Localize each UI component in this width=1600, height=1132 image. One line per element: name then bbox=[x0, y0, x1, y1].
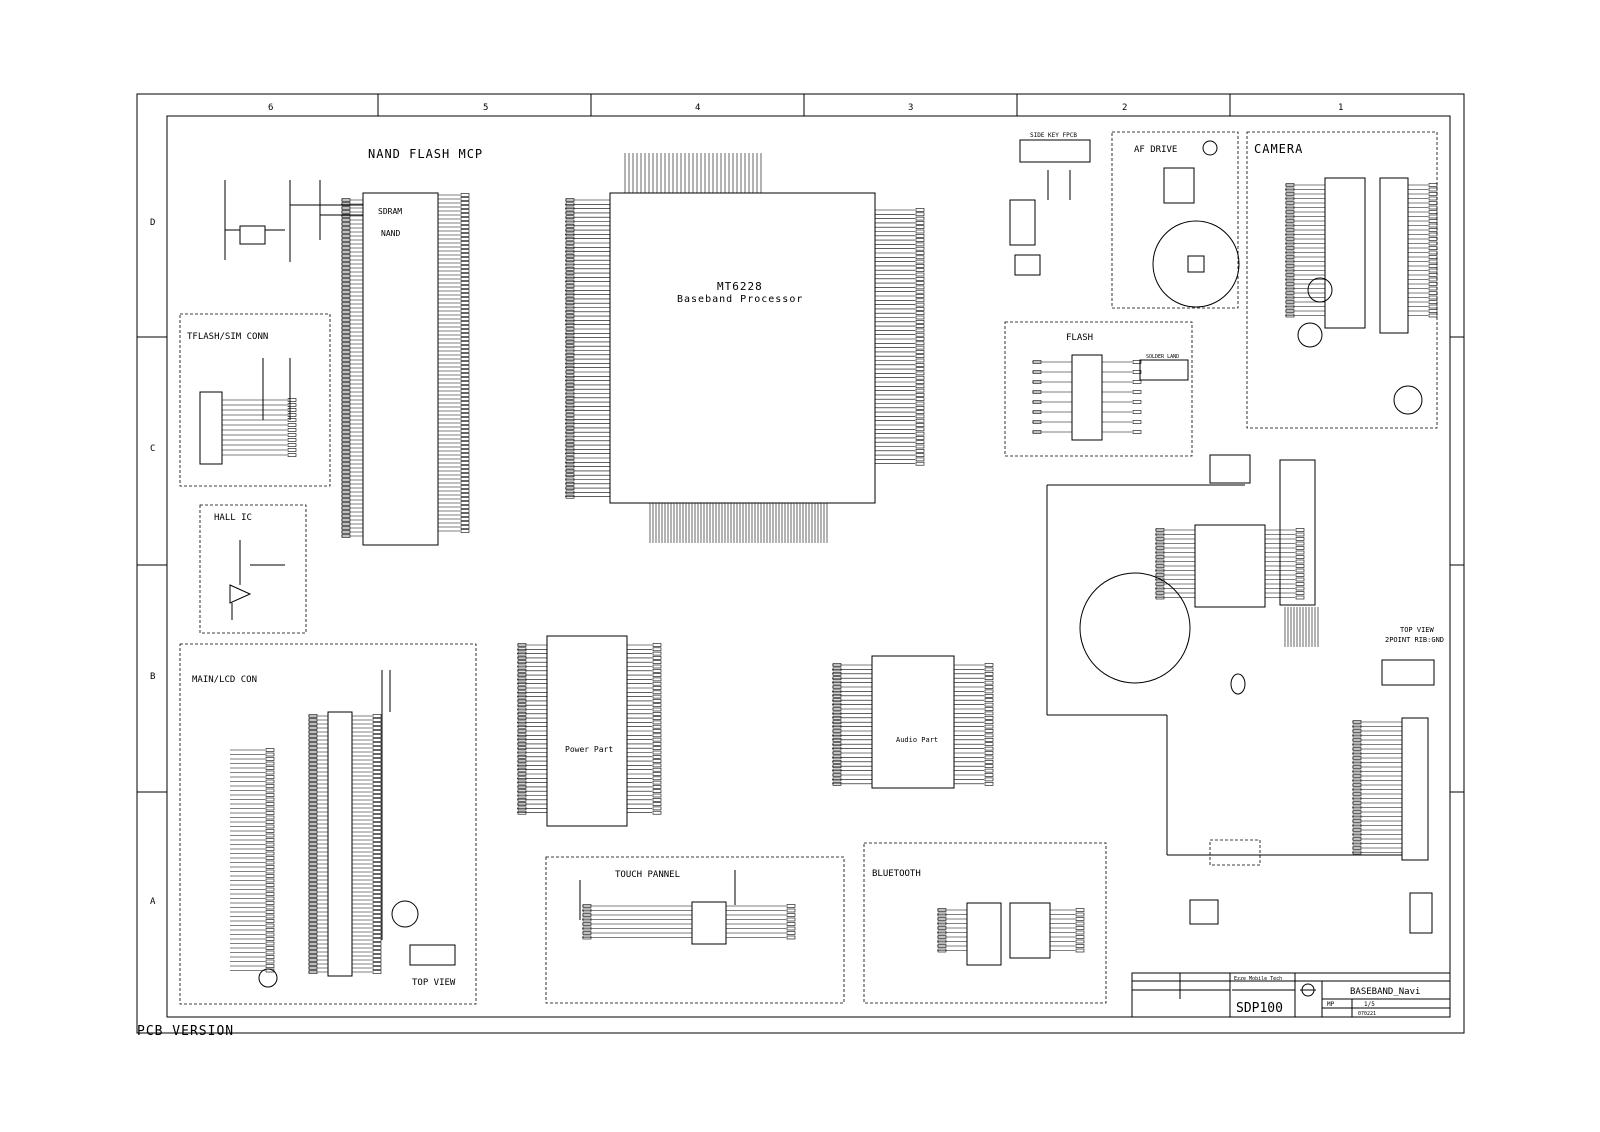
bt-pins bbox=[937, 908, 1085, 953]
mainlcd-title: MAIN/LCD CON bbox=[192, 675, 257, 685]
title-block: Ezze Mobile Tech SDP100 BASEBAND_Navi MP… bbox=[1131, 972, 1451, 1018]
touch-pins bbox=[582, 904, 796, 940]
io-connector bbox=[1401, 717, 1429, 861]
nand-pins-left bbox=[341, 198, 363, 538]
charger-usb-block: TOP VIEW 2POINT RIB:GND bbox=[1046, 454, 1444, 934]
topview2-line2: 2POINT RIB:GND bbox=[1385, 636, 1444, 644]
solder-land-label: SOLDER LAND bbox=[1146, 354, 1179, 360]
nand-flash-block: NAND FLASH MCP SDRAM NAND bbox=[224, 147, 483, 546]
row-label: D bbox=[150, 218, 155, 228]
afdrive-title: AF DRIVE bbox=[1134, 145, 1177, 155]
row-label: C bbox=[150, 444, 155, 454]
touch-pannel-block: TOUCH PANNEL bbox=[545, 856, 845, 1004]
row-label: B bbox=[150, 672, 155, 682]
col-label: 2 bbox=[1122, 103, 1127, 113]
col-label: 1 bbox=[1338, 103, 1343, 113]
nand-label: NAND bbox=[381, 229, 400, 238]
touch-title: TOUCH PANNEL bbox=[615, 870, 680, 880]
cpu-title: MT6228 bbox=[717, 280, 763, 293]
charger-pins bbox=[1155, 528, 1402, 855]
audio-pins bbox=[832, 663, 994, 786]
hall-ic-block: HALL IC bbox=[199, 504, 307, 634]
row-labels: D C B A bbox=[150, 218, 156, 907]
flash-block: FLASH SOLDER LAND bbox=[1004, 321, 1193, 457]
mt6228-block: MT6228 Baseband Processor bbox=[565, 153, 925, 543]
audio-part-block: Audio Part bbox=[832, 655, 994, 789]
power-part-block: Power Part bbox=[517, 635, 662, 827]
side-key-block: SIDE KEY FPCB bbox=[1009, 132, 1091, 276]
flash-pins bbox=[1032, 360, 1142, 434]
nand-title: NAND FLASH MCP bbox=[368, 147, 483, 161]
cpu-pins bbox=[565, 198, 925, 499]
drawing-date: 070221 bbox=[1358, 1011, 1376, 1017]
col-label: 4 bbox=[695, 103, 700, 113]
main-lcd-con-block: MAIN/LCD CON TOP VIEW bbox=[179, 643, 477, 1005]
cpu-bus bbox=[624, 153, 828, 543]
hall-title: HALL IC bbox=[214, 513, 252, 523]
pmic-pins bbox=[517, 643, 662, 815]
tflash-title: TFLASH/SIM CONN bbox=[187, 332, 268, 342]
power-label: Power Part bbox=[565, 745, 613, 754]
tflash-sim-block: TFLASH/SIM CONN bbox=[179, 313, 331, 487]
row-label: A bbox=[150, 897, 156, 907]
col-label: 3 bbox=[908, 103, 913, 113]
lcd-connector-pins bbox=[308, 714, 382, 974]
camera-block: CAMERA bbox=[1246, 131, 1438, 429]
flash-title: FLASH bbox=[1066, 333, 1093, 343]
af-drive-block: AF DRIVE bbox=[1111, 131, 1240, 309]
page-number: 1/5 bbox=[1364, 1001, 1375, 1008]
sdram-label: SDRAM bbox=[378, 207, 402, 216]
sheet-title: BASEBAND_Navi bbox=[1350, 987, 1420, 997]
camera-pins bbox=[1285, 183, 1438, 318]
model-name: SDP100 bbox=[1236, 1001, 1283, 1016]
pmic-chip bbox=[546, 635, 628, 827]
lcd-filters bbox=[230, 748, 275, 973]
camera-title: CAMERA bbox=[1254, 142, 1303, 156]
company-name: Ezze Mobile Tech bbox=[1234, 976, 1282, 982]
lcd-connector bbox=[327, 711, 353, 977]
mt6228-chip bbox=[609, 192, 876, 504]
col-label: 6 bbox=[268, 103, 273, 113]
stage: MP bbox=[1327, 1001, 1335, 1008]
col-label: 5 bbox=[483, 103, 488, 113]
cpu-subtitle: Baseband Processor bbox=[677, 294, 803, 305]
topview2-line1: TOP VIEW bbox=[1400, 626, 1435, 634]
lcd-topview-label: TOP VIEW bbox=[412, 978, 456, 988]
tflash-pins bbox=[222, 398, 297, 457]
nand-pins-right bbox=[438, 193, 470, 533]
bluetooth-title: BLUETOOTH bbox=[872, 869, 921, 879]
bluetooth-block: BLUETOOTH bbox=[863, 842, 1107, 1004]
audio-label: Audio Part bbox=[896, 736, 938, 744]
pcb-version-label: PCB VERSION bbox=[137, 1024, 234, 1039]
audio-chip bbox=[871, 655, 955, 789]
sidekey-title: SIDE KEY FPCB bbox=[1030, 132, 1077, 139]
column-labels: 6 5 4 3 2 1 bbox=[268, 103, 1343, 113]
drawing-frame bbox=[136, 93, 1465, 1034]
nand-chip bbox=[362, 192, 439, 546]
